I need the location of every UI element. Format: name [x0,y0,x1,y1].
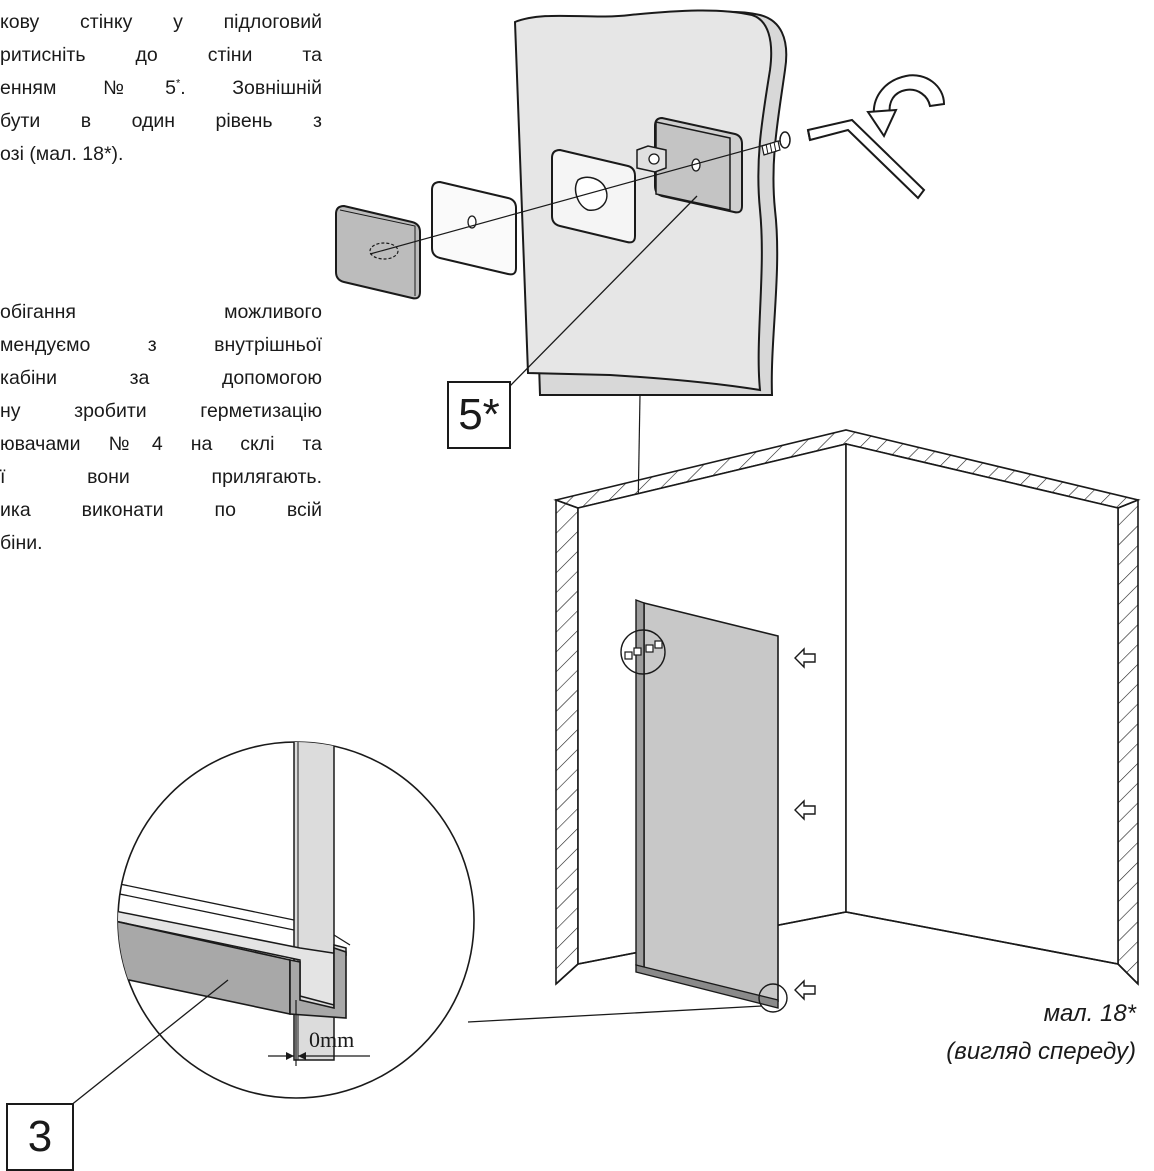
part-label-text: 5* [458,390,500,439]
rotate-arrow-icon [866,74,946,139]
wall-mounting-plate [654,116,743,214]
figure-caption-title: мал. 18* [1043,1000,1136,1027]
text-line: ювачами №4 на склі та [0,433,322,455]
instruction-paragraph-2: обігання можливого мендуємо з внутрішньо… [0,296,322,560]
text-line: мендуємо з внутрішньої [0,334,322,356]
part-label-5: 5* [447,381,511,449]
leader-line-5 [507,195,698,389]
assembly-axis [369,137,791,255]
glass-panel [620,598,788,1013]
wall-section-piece [513,9,788,396]
detail-magnifier [117,741,475,1099]
text-fragment: енням №5 [0,77,176,99]
dimension-label: 0mm [309,1027,354,1052]
leader-line-3 [69,979,229,1107]
text-line: кабіни за допомогою [0,367,322,389]
press-arrow-icon [794,647,816,1001]
text-line: бути в один рівень з [0,110,322,132]
text-line: енням №5*. Зовнішній [0,72,322,105]
part-label-3: 3 [6,1103,74,1171]
text-line: ї вони прилягають. [0,466,322,488]
nut-part [636,145,667,173]
gasket-part [551,148,636,244]
screw [761,131,791,156]
text-line: біни. [0,532,43,554]
part-label-text: 3 [27,1112,53,1161]
text-line: озі (мал. 18*). [0,143,124,165]
text-line: ика виконати по всій [0,499,322,521]
hex-key-icon [806,118,926,200]
figure-caption-subtitle: (вигляд спереду) [946,1038,1136,1065]
text-line: кову стінку у підлоговий [0,11,322,33]
text-fragment: . Зовнішній [180,77,322,99]
text-line: обігання можливого [0,301,322,323]
asterisk-mark: * [175,77,181,90]
detail-leader-line [467,1005,763,1023]
clamp-plate [431,180,517,276]
text-line: ритисніть до стіни та [0,44,322,66]
instruction-paragraph-1: кову стінку у підлоговий ритисніть до ст… [0,6,322,171]
text-line: ну зробити герметизацію [0,400,322,422]
